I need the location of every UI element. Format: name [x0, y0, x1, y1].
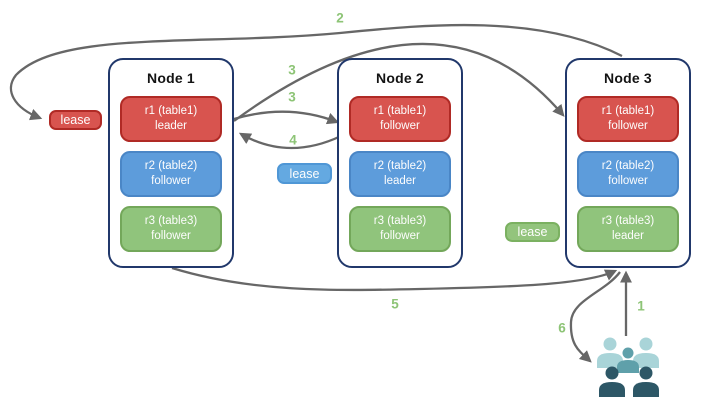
arrow-step3-node1-to-node3	[233, 42, 565, 122]
replica-role: follower	[380, 120, 420, 132]
replica-role: leader	[155, 120, 187, 132]
step-label-6: 6	[558, 320, 566, 336]
step-label-4: 4	[289, 132, 297, 148]
replica-label: r3 (table3)	[373, 214, 427, 227]
node-title: Node 2	[376, 70, 424, 86]
arrow-step5-node1-to-node3	[171, 266, 618, 292]
replica-r2-node2: r2 (table2) leader	[349, 151, 451, 197]
arrow-step2-node3-to-lease1	[9, 23, 623, 121]
replica-list: r1 (table1) follower r2 (table2) leader …	[339, 96, 461, 252]
replica-role: leader	[384, 175, 416, 187]
lease-badge-table1: lease	[49, 110, 102, 130]
arrow-step3-node1-to-node2	[233, 110, 340, 125]
replica-r3-node1: r3 (table3) follower	[120, 206, 222, 252]
replica-r1-node3: r1 (table1) follower	[577, 96, 679, 142]
node-title: Node 1	[147, 70, 195, 86]
step-label-1: 1	[637, 298, 645, 314]
replica-role: follower	[608, 120, 648, 132]
replica-label: r2 (table2)	[144, 159, 198, 172]
user-dark-left	[599, 366, 625, 397]
user-light-left	[597, 337, 623, 368]
replica-label: r3 (table3)	[144, 214, 198, 227]
node-title: Node 3	[604, 70, 652, 86]
replica-role: follower	[380, 230, 420, 242]
lease-badge-label: lease	[289, 166, 320, 181]
replica-label: r1 (table1)	[601, 104, 655, 117]
step-label-3a: 3	[288, 62, 296, 78]
lease-badge-table3: lease	[505, 222, 560, 242]
replica-label: r2 (table2)	[373, 159, 427, 172]
replica-role: follower	[608, 175, 648, 187]
replica-r1-node2: r1 (table1) follower	[349, 96, 451, 142]
replica-list: r1 (table1) leader r2 (table2) follower …	[110, 96, 232, 252]
replica-r2-node1: r2 (table2) follower	[120, 151, 222, 197]
node-3: Node 3 r1 (table1) follower r2 (table2) …	[565, 58, 691, 268]
replica-label: r2 (table2)	[601, 159, 655, 172]
lease-badge-label: lease	[60, 113, 91, 127]
replica-role: follower	[151, 230, 191, 242]
step-label-5: 5	[391, 296, 399, 312]
arrow-step4-node2-to-node1	[238, 132, 342, 150]
replica-role: follower	[151, 175, 191, 187]
replica-r2-node3: r2 (table2) follower	[577, 151, 679, 197]
lease-badge-table2: lease	[277, 163, 332, 184]
node-1: Node 1 r1 (table1) leader r2 (table2) fo…	[108, 58, 234, 268]
user-medium-center	[617, 347, 639, 373]
users-group-icon	[597, 337, 659, 397]
node-2: Node 2 r1 (table1) follower r2 (table2) …	[337, 58, 463, 268]
replica-label: r1 (table1)	[373, 104, 427, 117]
user-light-right	[633, 337, 659, 368]
step-label-3b: 3	[288, 89, 296, 105]
replica-r3-node3: r3 (table3) leader	[577, 206, 679, 252]
replica-label: r3 (table3)	[601, 214, 655, 227]
replica-r1-node1: r1 (table1) leader	[120, 96, 222, 142]
replica-r3-node2: r3 (table3) follower	[349, 206, 451, 252]
replica-role: leader	[612, 230, 644, 242]
user-dark-right	[633, 366, 659, 397]
replica-list: r1 (table1) follower r2 (table2) followe…	[567, 96, 689, 252]
lease-badge-label: lease	[517, 225, 548, 239]
replica-label: r1 (table1)	[144, 104, 198, 117]
step-label-2: 2	[336, 10, 344, 26]
arrow-step6-node3-to-clients	[569, 271, 621, 363]
